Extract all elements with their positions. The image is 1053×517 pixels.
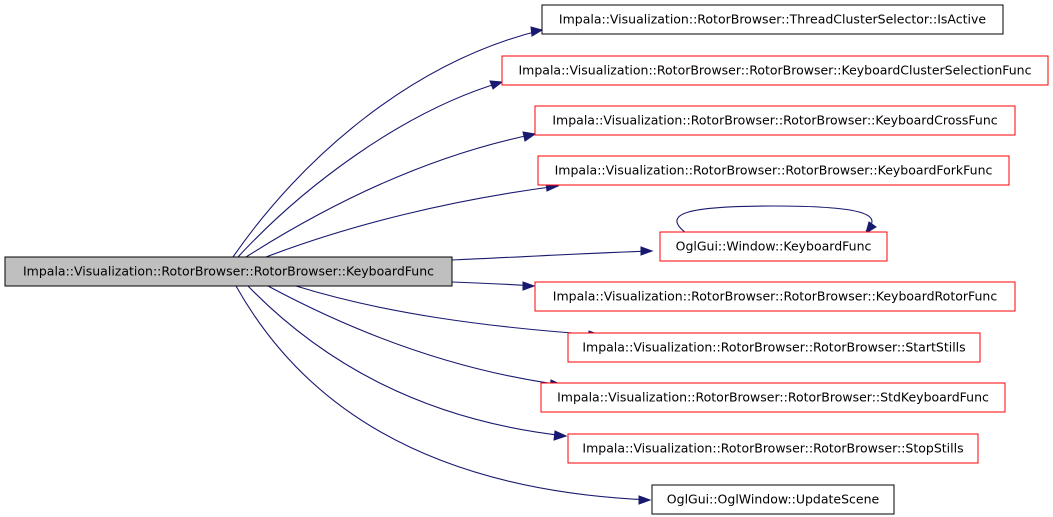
arrowhead-keyboard-rotor-func: [522, 281, 536, 291]
edge-oglgui-window-self-loop: [676, 205, 873, 234]
edge-keyboard-cluster-selection-func: [237, 81, 503, 258]
node-start-stills[interactable]: Impala::Visualization::RotorBrowser::Rot…: [567, 332, 981, 363]
edge-keyboard-cross-func: [245, 133, 536, 258]
node-keyboard-fork-func[interactable]: Impala::Visualization::RotorBrowser::Rot…: [537, 155, 1010, 186]
node-std-keyboard-func[interactable]: Impala::Visualization::RotorBrowser::Rot…: [540, 382, 1006, 413]
nodes: Impala::Visualization::RotorBrowser::Rot…: [4, 4, 1049, 515]
edge-start-stills: [295, 285, 601, 336]
edge-oglgui-window-keyboard-func: [451, 250, 653, 261]
node-label: Impala::Visualization::RotorBrowser::Rot…: [552, 113, 997, 128]
node-oglgui-window-keyboard-func[interactable]: OglGui::Window::KeyboardFunc: [659, 231, 888, 262]
edge-keyboard-fork-func: [265, 185, 559, 258]
node-label: Impala::Visualization::RotorBrowser::Rot…: [582, 340, 965, 355]
node-label: Impala::Visualization::RotorBrowser::Rot…: [555, 163, 993, 178]
arrowhead-is-active: [530, 26, 544, 37]
node-label: Impala::Visualization::RotorBrowser::Rot…: [519, 63, 1032, 78]
arrowhead-keyboard-cross-func: [522, 131, 537, 142]
edge-is-active: [232, 29, 543, 258]
node-label: Impala::Visualization::RotorBrowser::Rot…: [23, 264, 434, 279]
node-stop-stills[interactable]: Impala::Visualization::RotorBrowser::Rot…: [567, 433, 979, 464]
node-label: Impala::Visualization::RotorBrowser::Rot…: [582, 441, 963, 456]
node-label: OglGui::Window::KeyboardFunc: [676, 239, 872, 254]
node-keyboard-cross-func[interactable]: Impala::Visualization::RotorBrowser::Rot…: [534, 105, 1016, 136]
arrowhead-stop-stills: [553, 430, 568, 441]
node-label: OglGui::OglWindow::UpdateScene: [667, 492, 880, 507]
node-source-keyboard-func[interactable]: Impala::Visualization::RotorBrowser::Rot…: [4, 256, 453, 287]
node-keyboard-rotor-func[interactable]: Impala::Visualization::RotorBrowser::Rot…: [534, 281, 1016, 312]
node-label: Impala::Visualization::RotorBrowser::Thr…: [559, 12, 987, 27]
arrowhead-oglgui-window-self-loop: [865, 221, 877, 235]
arrowhead-update-scene: [638, 495, 652, 505]
edge-stop-stills: [247, 285, 567, 437]
node-update-scene[interactable]: OglGui::OglWindow::UpdateScene: [651, 484, 895, 515]
edges: [232, 26, 877, 505]
arrowhead-keyboard-cluster-selection-func: [489, 80, 504, 90]
node-keyboard-cluster-selection-func[interactable]: Impala::Visualization::RotorBrowser::Rot…: [501, 55, 1049, 86]
node-is-active[interactable]: Impala::Visualization::RotorBrowser::Thr…: [541, 4, 1004, 35]
edge-update-scene: [235, 285, 651, 501]
arrowhead-oglgui-window-keyboard-func: [640, 246, 654, 256]
edge-std-keyboard-func: [267, 285, 563, 386]
node-label: Impala::Visualization::RotorBrowser::Rot…: [553, 289, 998, 304]
edge-keyboard-rotor-func: [451, 281, 535, 287]
node-label: Impala::Visualization::RotorBrowser::Rot…: [557, 390, 989, 405]
